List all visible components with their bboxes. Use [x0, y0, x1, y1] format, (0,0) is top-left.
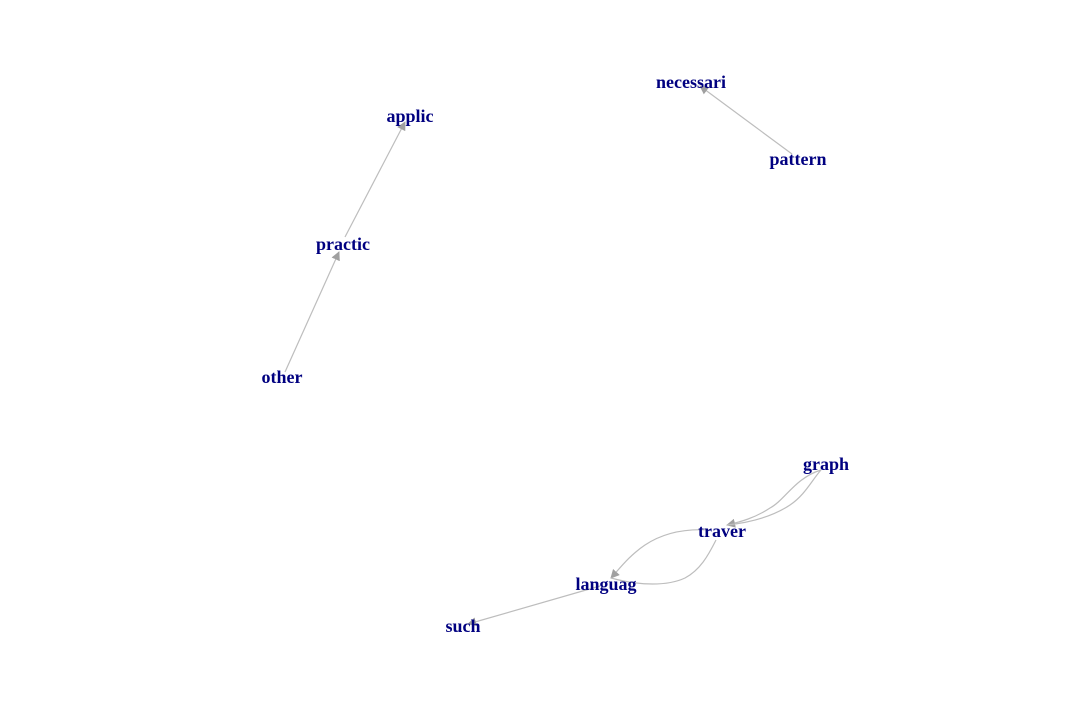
edge-traver-to-languag [610, 529, 711, 579]
node-practic: practic [316, 234, 370, 254]
node-such: such [445, 616, 480, 636]
edge-other-to-practic [284, 251, 340, 373]
node-applic: applic [386, 106, 433, 126]
edges-layer [284, 85, 822, 627]
node-languag: languag [575, 574, 636, 594]
edge-traver-to-graph [726, 469, 822, 526]
edge-practic-to-applic [344, 121, 406, 238]
node-traver: traver [698, 521, 746, 541]
node-other: other [262, 367, 303, 387]
edge-graph-to-traver [726, 469, 822, 528]
node-graph: graph [803, 454, 849, 474]
node-necessari: necessari [656, 72, 726, 92]
nodes-layer: applic practic other necessari pattern graph t… [262, 72, 850, 636]
edge-languag-to-such [467, 585, 601, 627]
node-pattern: pattern [770, 149, 827, 169]
edge-pattern-to-necessari [699, 85, 793, 155]
edge-languag-to-traver [610, 539, 717, 585]
